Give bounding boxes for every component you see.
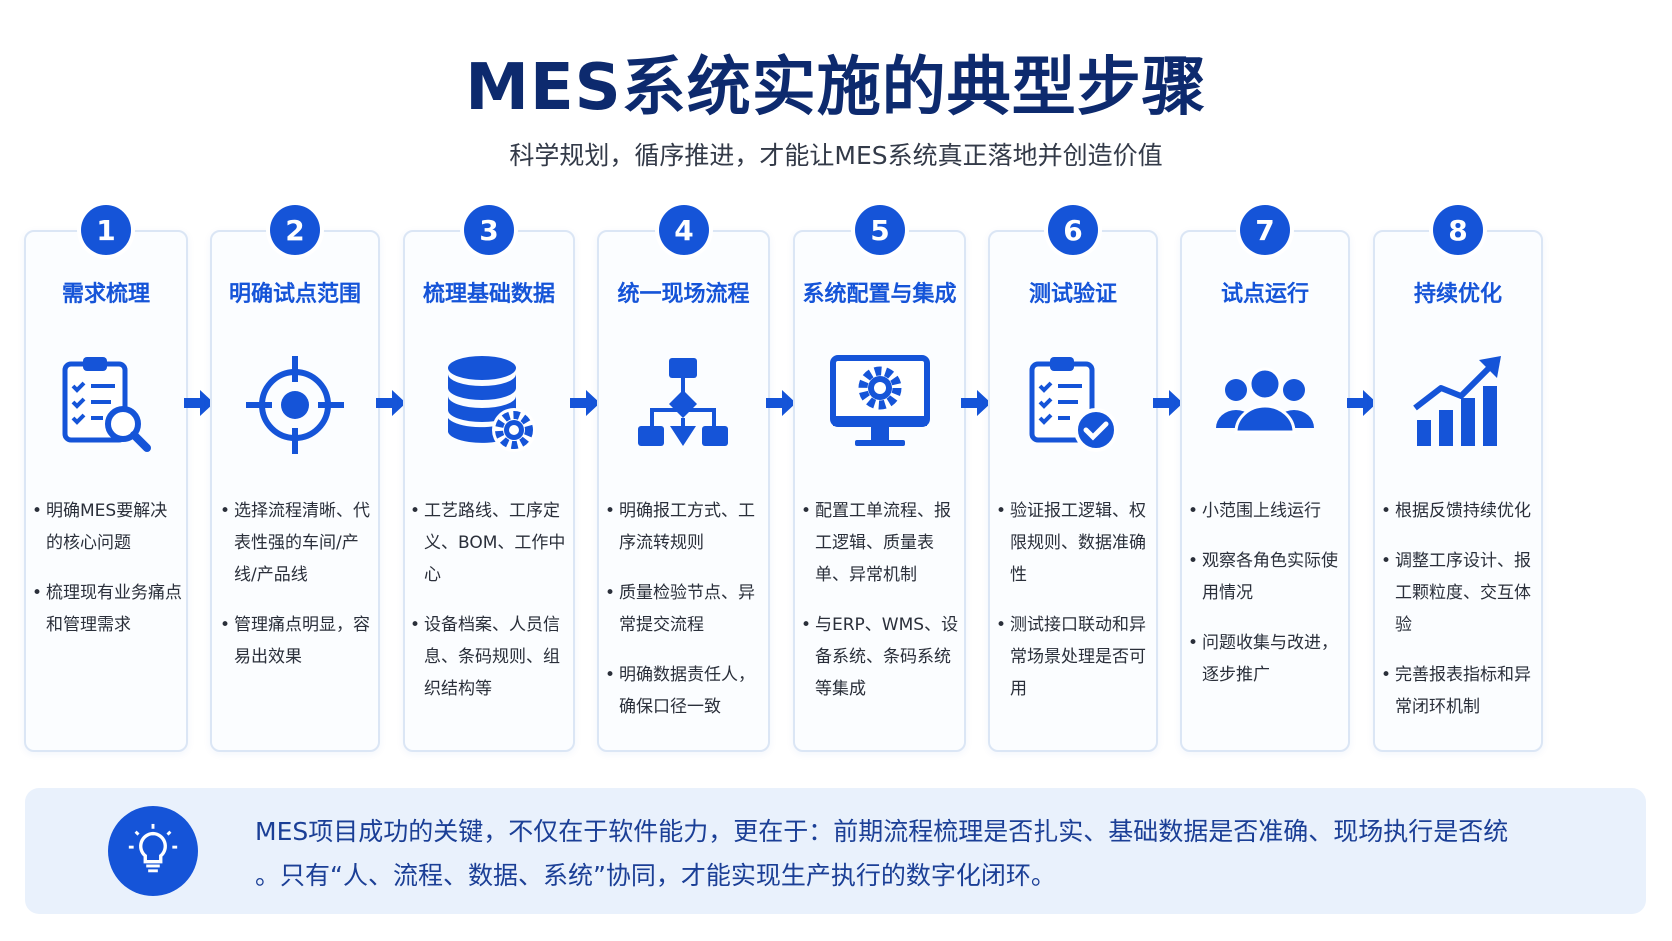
bullet-item: 工艺路线、工序定义、BOM、工作中心 [410,495,566,591]
growth-chart-icon [1403,350,1513,460]
bullet-item: 问题收集与改进，逐步推广 [1188,627,1343,691]
step-bullets: 选择流程清晰、代表性强的车间/产线/产品线 管理痛点明显，容易出效果 [220,495,372,691]
bullet-item: 根据反馈持续优化 [1381,495,1536,527]
key-point-banner [25,788,1646,914]
step-bullets: 验证报工逻辑、权限规则、数据准确性 测试接口联动和异常场景处理是否可用 [996,495,1151,723]
monitor-gear-icon [825,350,935,460]
bullet-item: 与ERP、WMS、设备系统、条码系统等集成 [801,609,961,705]
arrow-right-icon [961,390,991,416]
bullet-item: 明确报工方式、工序流转规则 [605,495,763,559]
bullet-item: 测试接口联动和异常场景处理是否可用 [996,609,1151,705]
arrow-right-icon [184,390,214,416]
bullet-item: 完善报表指标和异常闭环机制 [1381,659,1536,723]
key-point-text: MES项目成功的关键，不仅在于软件能力，更在于：前期流程梳理是否扎实、基础数据是… [255,810,1615,898]
step-number-badge: 5 [855,205,905,255]
step-title: 系统配置与集成 [802,282,957,307]
step-number-badge: 4 [659,205,709,255]
users-icon [1210,350,1320,460]
step-bullets: 配置工单流程、报工逻辑、质量表单、异常机制 与ERP、WMS、设备系统、条码系统… [801,495,961,723]
step-title: 试点运行 [1220,282,1309,307]
arrow-right-icon [570,390,600,416]
bullet-item: 明确数据责任人，确保口径一致 [605,659,763,723]
page-title: MES系统实施的典型步骤 [465,51,1207,125]
target-icon [240,350,350,460]
arrow-right-icon [1347,390,1377,416]
step-number-badge: 7 [1240,205,1290,255]
key-point-line-1: MES项目成功的关键，不仅在于软件能力，更在于：前期流程梳理是否扎实、基础数据是… [255,817,1509,846]
step-title: 统一现场流程 [617,282,750,307]
step-title: 测试验证 [1028,282,1117,307]
step-number-badge: 6 [1048,205,1098,255]
bullet-item: 配置工单流程、报工逻辑、质量表单、异常机制 [801,495,961,591]
step-number-badge: 8 [1433,205,1483,255]
step-bullets: 小范围上线运行 观察各角色实际使用情况 问题收集与改进，逐步推广 [1188,495,1343,709]
step-bullets: 明确报工方式、工序流转规则 质量检验节点、异常提交流程 明确数据责任人，确保口径… [605,495,763,741]
bullet-item: 质量检验节点、异常提交流程 [605,577,763,641]
step-title: 持续优化 [1413,282,1502,307]
clipboard-check-icon [1018,350,1128,460]
step-number-badge: 1 [81,205,131,255]
bullet-item: 梳理现有业务痛点和管理需求 [32,577,182,641]
step-bullets: 明确MES要解决的核心问题 梳理现有业务痛点和管理需求 [32,495,182,659]
bullet-item: 小范围上线运行 [1188,495,1343,527]
clipboard-search-icon [51,350,161,460]
step-title: 明确试点范围 [228,282,361,307]
bullet-item: 观察各角色实际使用情况 [1188,545,1343,609]
step-bullets: 工艺路线、工序定义、BOM、工作中心 设备档案、人员信息、条码规则、组织结构等 [410,495,566,723]
step-title: 需求梳理 [61,282,150,307]
key-point-line-2: 。只有“人、流程、数据、系统”协同，才能实现生产执行的数字化闭环。 [255,861,1056,890]
bullet-item: 验证报工逻辑、权限规则、数据准确性 [996,495,1151,591]
step-number-badge: 3 [464,205,514,255]
page-subtitle: 科学规划，循序推进，才能让MES系统真正落地并创造价值 [509,141,1163,170]
bullet-item: 调整工序设计、报工颗粒度、交互体验 [1381,545,1536,641]
arrow-right-icon [1153,390,1183,416]
bullet-item: 明确MES要解决的核心问题 [32,495,182,559]
bullet-item: 管理痛点明显，容易出效果 [220,609,372,673]
bullet-item: 设备档案、人员信息、条码规则、组织结构等 [410,609,566,705]
step-number-badge: 2 [270,205,320,255]
step-card-1 [24,230,188,752]
bullet-item: 选择流程清晰、代表性强的车间/产线/产品线 [220,495,372,591]
lightbulb-icon [108,806,198,896]
step-bullets: 根据反馈持续优化 调整工序设计、报工颗粒度、交互体验 完善报表指标和异常闭环机制 [1381,495,1536,741]
step-title: 梳理基础数据 [422,282,555,307]
database-gear-icon [434,350,544,460]
flowchart-icon [628,350,738,460]
arrow-right-icon [376,390,406,416]
arrow-right-icon [766,390,796,416]
